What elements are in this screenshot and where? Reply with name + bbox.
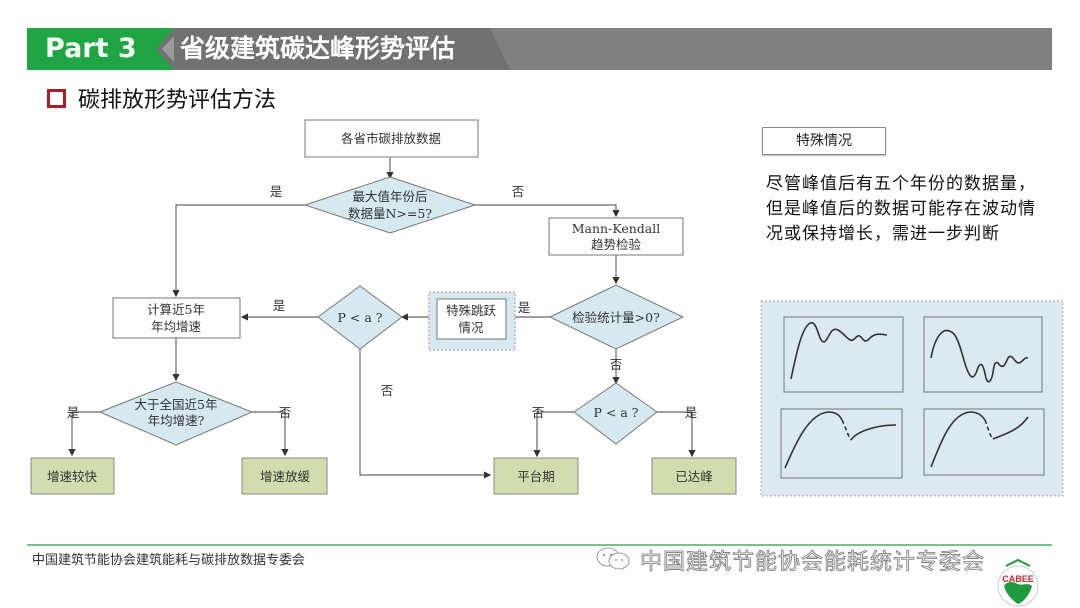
special-case-description: 尽管峰值后有五个年份的数据量，但是峰值后的数据可能存在波动情况或保持增长，需进一… bbox=[766, 174, 1036, 244]
special-jump-node: 特殊跳跃 情况 bbox=[428, 291, 516, 351]
square-bullet-icon bbox=[47, 89, 66, 108]
decision-p-left-label: P < a ? bbox=[338, 310, 383, 325]
part-label: Part 3 bbox=[45, 33, 137, 64]
edge-label-yes: 是 bbox=[273, 298, 286, 313]
header-decoration bbox=[27, 28, 510, 70]
edge-label-yes: 是 bbox=[685, 405, 698, 420]
result-slow-node: 增速放缓 bbox=[241, 457, 328, 495]
decision-statistic: 检验统计量>0? bbox=[548, 284, 685, 350]
curve-plateau-3 bbox=[850, 424, 897, 441]
edge-label-yes: 是 bbox=[270, 184, 283, 199]
decision-p-right: P < a ? bbox=[573, 382, 658, 445]
edge-p-right-yes-to-peaked bbox=[657, 411, 696, 458]
result-peaked-label: 已达峰 bbox=[675, 469, 713, 484]
calc-growth-line2: 年均增速 bbox=[151, 319, 202, 334]
calc-growth-node: 计算近5年 年均增速 bbox=[112, 297, 241, 339]
edge-label-no: 否 bbox=[279, 405, 292, 420]
edge-label-yes: 是 bbox=[518, 300, 531, 315]
curve-growth-after-4 bbox=[992, 416, 1029, 440]
decision-p-left: P < a ? bbox=[317, 285, 403, 350]
footer-divider bbox=[27, 544, 1052, 546]
decision-data-count-line1: 最大值年份后 bbox=[352, 189, 427, 204]
mann-kendall-line2: 趋势检验 bbox=[591, 237, 642, 252]
edge-national-yes-to-fast bbox=[68, 411, 100, 457]
wechat-icon bbox=[596, 547, 630, 570]
curve-box-1 bbox=[783, 316, 904, 393]
result-slow-label: 增速放缓 bbox=[260, 469, 311, 484]
curve-jump-3 bbox=[841, 419, 852, 441]
mann-kendall-line1: Mann-Kendall bbox=[572, 221, 660, 236]
special-jump-line1: 特殊跳跃 bbox=[446, 303, 497, 318]
header-dark-band bbox=[150, 28, 510, 70]
header-green-band bbox=[27, 28, 174, 70]
footer-watermark: 中国建筑节能协会能耗统计专委会 bbox=[640, 550, 986, 576]
cabee-logo-text: CABEE bbox=[1002, 574, 1034, 584]
decision-national: 大于全国近5年 年均增速? bbox=[98, 381, 254, 446]
decision-p-right-label: P < a ? bbox=[594, 405, 639, 420]
edge-decision-no-to-mk bbox=[475, 204, 620, 218]
mann-kendall-node: Mann-Kendall 趋势检验 bbox=[548, 217, 684, 256]
cabee-logo: CABEE bbox=[997, 558, 1039, 607]
decision-statistic-label: 检验统计量>0? bbox=[572, 310, 660, 325]
result-fast-label: 增速较快 bbox=[47, 469, 98, 484]
result-peaked-node: 已达峰 bbox=[651, 457, 737, 495]
special-case-title: 特殊情况 bbox=[762, 127, 886, 155]
footer-organization: 中国建筑节能协会建筑能耗与碳排放数据专委会 bbox=[32, 553, 306, 568]
decision-data-count: 最大值年份后 数据量N>=5? bbox=[303, 176, 477, 234]
edge-label-no: 否 bbox=[532, 405, 545, 420]
curve-jump-4 bbox=[984, 419, 994, 440]
page-title: 省级建筑碳达峰形势评估 bbox=[180, 34, 456, 63]
edge-p-right-no-to-plateau bbox=[533, 411, 574, 458]
section-title: 碳排放形势评估方法 bbox=[78, 88, 277, 113]
header-chevron bbox=[162, 36, 174, 62]
decision-data-count-line2: 数据量N>=5? bbox=[348, 206, 432, 221]
start-node: 各省市碳排放数据 bbox=[304, 119, 479, 158]
curve-growth-4 bbox=[930, 411, 986, 468]
curve-growth-3 bbox=[784, 411, 843, 469]
curve-box-2 bbox=[923, 316, 1043, 393]
result-plateau-label: 平台期 bbox=[517, 469, 555, 484]
curve-fluctuating-2 bbox=[930, 329, 1029, 383]
edge-label-no: 否 bbox=[381, 383, 394, 398]
calc-growth-line1: 计算近5年 bbox=[147, 302, 205, 317]
edge-label-no: 否 bbox=[610, 357, 623, 372]
section-heading: 碳排放形势评估方法 bbox=[47, 86, 276, 116]
special-jump-line2: 情况 bbox=[458, 320, 484, 335]
edge-decision-yes-to-calc bbox=[172, 204, 305, 298]
decision-national-line2: 年均增速? bbox=[148, 413, 205, 428]
decision-national-line1: 大于全国近5年 bbox=[135, 397, 218, 412]
result-fast-node: 增速较快 bbox=[30, 457, 115, 495]
start-node-label: 各省市碳排放数据 bbox=[341, 131, 441, 146]
edge-label-yes: 是 bbox=[67, 405, 80, 420]
special-case-illustrations bbox=[760, 300, 1064, 497]
result-plateau-node: 平台期 bbox=[493, 457, 579, 495]
curve-fluctuating-1 bbox=[790, 322, 888, 380]
edge-label-no: 否 bbox=[512, 184, 525, 199]
edge-national-no-to-slow bbox=[252, 411, 289, 457]
edge-p-left-no-to-plateau bbox=[359, 349, 492, 479]
